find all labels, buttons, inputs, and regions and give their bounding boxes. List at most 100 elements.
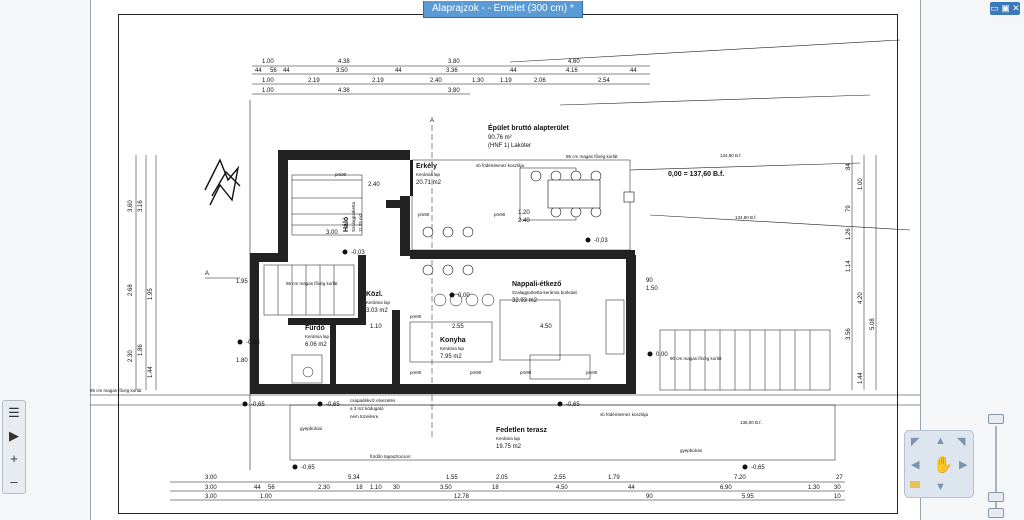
- dim-top2-7: 44: [510, 68, 517, 74]
- dim-bot2-13: 1.30: [808, 485, 820, 491]
- spot-level-6: -0,65: [326, 402, 340, 408]
- inner-dim-5: 2.40: [518, 218, 530, 224]
- inner-dim-6: 1.10: [370, 324, 382, 330]
- dim-bot3-1: 3.00: [205, 494, 217, 500]
- gross-area: 90.76 m²: [488, 135, 512, 141]
- door-label-6: pm90: [470, 370, 482, 375]
- layer-icon[interactable]: [910, 481, 920, 488]
- dim-bot3-2: 1.00: [260, 494, 272, 500]
- zoom-in-icon[interactable]: +: [10, 451, 18, 466]
- dim-bot3-4: 90: [646, 494, 653, 500]
- dim-bot2-3: 56: [268, 485, 275, 491]
- room-area-konyha: 7.95 m2: [440, 354, 462, 360]
- door-label-8: pm90: [586, 370, 598, 375]
- zoom-out-icon[interactable]: –: [10, 474, 18, 489]
- note-cellar: csapadékvíz elvezetés: [350, 398, 396, 403]
- spot-level-5: 0,00: [656, 352, 668, 358]
- dim-bot1-7: 7.20: [734, 475, 746, 481]
- room-name-konyha: Konyha: [440, 337, 466, 344]
- dim-top3-5: 1.30: [472, 78, 484, 84]
- zoom-out-knob-icon[interactable]: [988, 508, 1004, 518]
- dim-top4-3: 3.80: [448, 88, 460, 94]
- building-walls: [250, 150, 636, 394]
- nav-left-arrow-icon[interactable]: ◀: [911, 459, 920, 471]
- dim-bot1-5: 2.55: [554, 475, 566, 481]
- dining-chairs-icon: [422, 170, 602, 276]
- dim-right-7: 5.08: [870, 318, 876, 330]
- dim-bot2-10: 4.50: [556, 485, 568, 491]
- zoom-handle[interactable]: [988, 492, 1004, 502]
- note-gypsum-left: gyepbúlcisi: [300, 426, 322, 431]
- dim-top2-2: 56: [270, 68, 277, 74]
- room-name-terasz: Fedetlen terasz: [496, 427, 547, 434]
- dim-top2-8: 4.16: [566, 68, 578, 74]
- nav-up-left-arrow-icon[interactable]: ◤: [911, 436, 920, 448]
- inner-dim-2: 4.50: [540, 324, 552, 330]
- room-name-furdo: Fürdő: [305, 325, 325, 332]
- dim-right-9: 1.44: [858, 372, 864, 384]
- dim-top3-7: 2.06: [534, 78, 546, 84]
- door-label-4: pm90: [410, 314, 422, 319]
- zoom-slider[interactable]: [988, 414, 1004, 518]
- zoom-in-knob-icon[interactable]: [988, 414, 1004, 424]
- dim-top3-6: 1.19: [500, 78, 512, 84]
- dim-top3-8: 2.54: [598, 78, 610, 84]
- dim-right-3: 79: [846, 205, 852, 212]
- dim-bot1-2: 5.34: [348, 475, 360, 481]
- dim-top3-1: 1.00: [262, 78, 274, 84]
- section-mark-top: A: [430, 118, 434, 124]
- dim-left-1: 3.60: [128, 200, 134, 212]
- dim-bot1-1: 3.00: [205, 475, 217, 481]
- inner-dim-4: 1.20: [518, 210, 530, 216]
- dim-top2-5: 44: [395, 68, 402, 74]
- room-name-nappali: Nappali-étkező: [512, 281, 561, 288]
- dim-top-3: 3.80: [448, 59, 460, 65]
- room-name-erkely: Erkély: [416, 163, 437, 170]
- navigation-pad[interactable]: ◤ ▲ ◥ ◀ ✋ ▶ ▼: [904, 430, 974, 498]
- dim-top3-2: 2.19: [308, 78, 320, 84]
- note-shaft: fürdőn tapasztocsori: [370, 454, 411, 459]
- dim-bot1-6: 1.79: [608, 475, 620, 481]
- zoom-track[interactable]: [995, 426, 997, 510]
- inner-dim-11: 1.80: [236, 358, 248, 364]
- menu-icon[interactable]: ☰: [8, 405, 20, 420]
- spot-level-7: -0,65: [566, 402, 580, 408]
- room-area-kozl: 3.03 m2: [366, 308, 388, 314]
- dim-bot2-9: 18: [492, 485, 499, 491]
- nav-up-arrow-icon[interactable]: ▲: [935, 435, 946, 447]
- expand-icon[interactable]: ▶: [9, 428, 19, 443]
- door-label-5: pm90: [410, 370, 422, 375]
- level-mark: 0,00 = 137,60 B.f.: [668, 171, 724, 178]
- room-area-erkely: 20.71 m2: [416, 180, 442, 186]
- window-controls[interactable]: ▭ ▣ ✕: [990, 2, 1020, 15]
- note-fence-top: 95 cm magas fővég korlát: [566, 154, 618, 159]
- nav-down-arrow-icon[interactable]: ▼: [935, 481, 946, 493]
- nav-right-arrow-icon[interactable]: ▶: [959, 459, 968, 471]
- dim-top2-1: 44: [255, 68, 262, 74]
- note-b: nem tüzelésre: [350, 414, 379, 419]
- dim-bot2-1: 3.00: [205, 485, 217, 491]
- inner-dim-10: 1.95: [236, 279, 248, 285]
- dim-top2-6: 3.36: [446, 68, 458, 74]
- spot-level-8: -0,65: [251, 402, 265, 408]
- note-bf2: 134,80 B.f.: [735, 215, 757, 220]
- note-drip-bottom: vb födémlemez koszlája: [600, 412, 649, 417]
- spot-level-9: -0,65: [301, 465, 315, 471]
- note-stair-inner: 95 cm magas fővég korlát: [286, 281, 338, 286]
- dim-left-3: 2.68: [128, 284, 134, 296]
- dim-bot2-5: 18: [356, 485, 363, 491]
- inner-dim-8: 1.50: [646, 286, 658, 292]
- pan-hand-icon[interactable]: ✋: [933, 457, 953, 474]
- north-arrow-icon: [204, 158, 241, 206]
- door-label-1: pm90: [335, 172, 347, 177]
- dim-right-1: 84: [846, 163, 852, 170]
- window-title-tab[interactable]: Alaprajzok - - Emelet (300 cm) *: [423, 1, 583, 18]
- nav-down-right-arrow-icon[interactable]: ◥: [957, 436, 966, 448]
- dim-bot1-8: 27: [836, 475, 843, 481]
- dim-top-4: 4.60: [568, 59, 580, 65]
- dim-left-7: 1.44: [148, 366, 154, 378]
- room-area-terasz: 19.75 m2: [496, 444, 522, 450]
- dim-bot2-12: 6.90: [720, 485, 732, 491]
- room-floor-konyha: Kerámia lap: [440, 346, 465, 351]
